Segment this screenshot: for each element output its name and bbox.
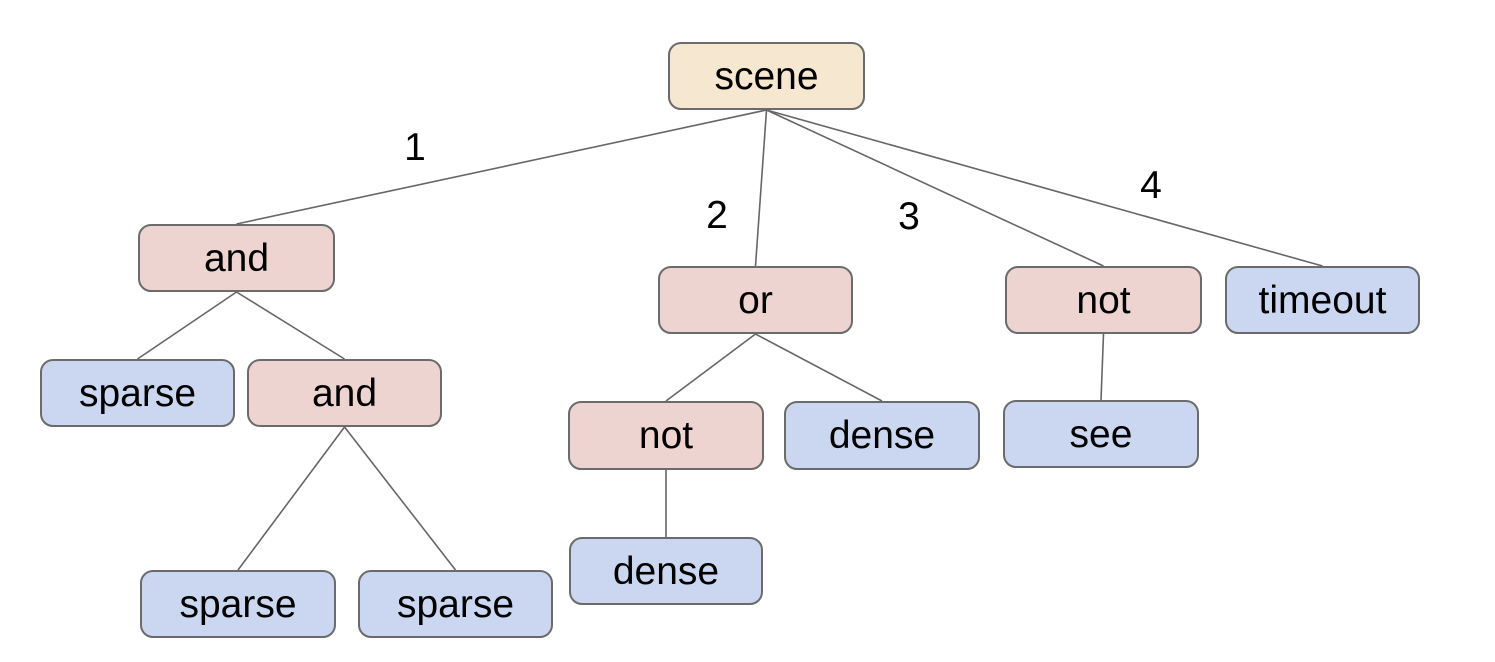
node-dense2: dense [569,537,763,605]
node-scene: scene [668,42,865,110]
edge-scene-not1 [766,109,1104,267]
node-sparse1: sparse [40,359,235,427]
edge-scene-timeout1 [766,109,1323,267]
edge-and1-sparse1 [137,291,237,360]
node-not2: not [568,401,764,470]
edge-and2-sparse3 [343,426,457,571]
edge-label-scene-not1: 3 [898,195,920,238]
edge-and1-and2 [236,291,345,360]
node-or1: or [658,266,853,334]
edge-label-scene-and1: 1 [404,126,426,169]
node-not1: not [1005,266,1202,334]
edge-not1-see1 [1100,333,1105,401]
node-and2: and [247,359,442,427]
edge-scene-and1 [236,109,767,225]
edge-label-scene-timeout1: 4 [1140,164,1162,207]
edge-or1-not2 [665,333,756,402]
node-and1: and [138,224,335,292]
node-dense1: dense [784,401,980,470]
edge-and2-sparse2 [237,426,346,571]
edge-scene-or1 [754,109,768,267]
node-timeout1: timeout [1225,266,1420,334]
edge-label-scene-or1: 2 [706,194,728,237]
edge-or1-dense1 [755,333,883,402]
node-see1: see [1003,400,1199,468]
node-sparse3: sparse [358,570,553,638]
node-sparse2: sparse [140,570,336,638]
